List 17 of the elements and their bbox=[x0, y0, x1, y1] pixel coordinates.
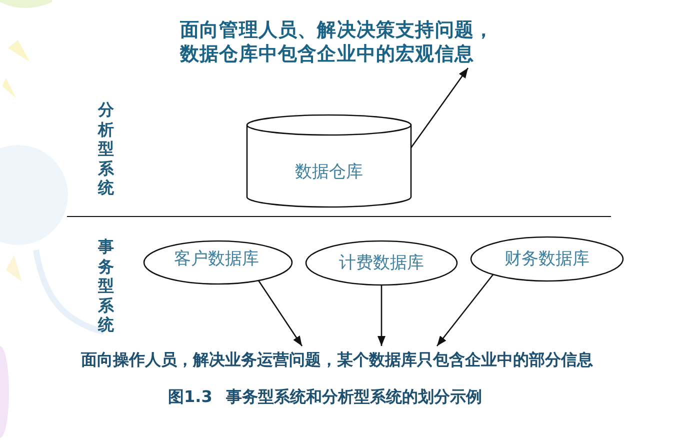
node-label: 财务数据库 bbox=[504, 248, 590, 270]
arrow bbox=[378, 285, 386, 346]
database-cylinder bbox=[246, 114, 412, 208]
database-ellipse bbox=[470, 236, 624, 282]
figure-caption: 图1.3 事务型系统和分析型系统的划分示例 bbox=[168, 386, 482, 408]
arrow bbox=[258, 280, 303, 346]
node-label: 数据仓库 bbox=[294, 161, 364, 183]
node-label: 客户数据库 bbox=[174, 249, 260, 270]
annotation-text: 面向操作人员，解决业务运营问题，某个数据库只包含企业中的部分信息 bbox=[81, 349, 595, 371]
node-label: 计费数据库 bbox=[338, 252, 425, 274]
section-label: 分析型系统 bbox=[98, 100, 114, 198]
arrow bbox=[410, 68, 469, 148]
arrow bbox=[436, 274, 494, 346]
section-label: 事务型系统 bbox=[98, 237, 114, 335]
database-ellipse bbox=[305, 240, 458, 286]
annotation-text: 面向管理人员、解决决策支持问题，数据仓库中包含企业中的宏观信息 bbox=[180, 18, 502, 66]
database-ellipse bbox=[143, 240, 293, 285]
